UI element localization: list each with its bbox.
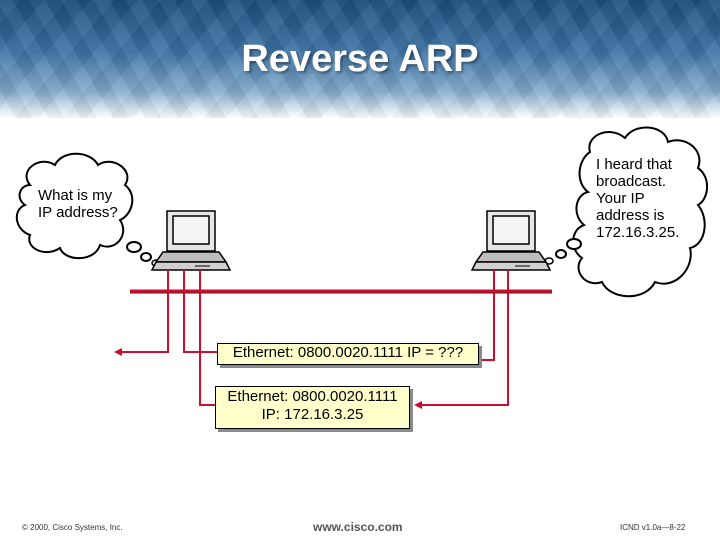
request-path xyxy=(114,293,217,356)
left-bubble-text: What is my IP address? xyxy=(38,187,118,221)
footer-copyright: © 2000, Cisco Systems, Inc. xyxy=(22,523,123,532)
left-host-drop-lines xyxy=(167,270,201,291)
title-banner: Reverse ARP xyxy=(0,0,720,118)
ethernet-bus xyxy=(130,289,552,294)
footer-website: www.cisco.com xyxy=(313,520,403,534)
right-bubble-text: I heard that broadcast. Your IP address … xyxy=(596,156,680,241)
right-thought-bubble-icon xyxy=(544,126,708,298)
right-workstation-icon xyxy=(470,210,552,271)
left-thought-bubble-icon xyxy=(15,152,161,267)
footer-course-page: ICND v1.0a—8-22 xyxy=(620,523,686,532)
rarp-reply-line1: Ethernet: 0800.0020.1111 xyxy=(227,388,398,405)
right-host-drop-lines xyxy=(493,270,509,291)
rarp-reply-frame: Ethernet: 0800.0020.1111 IP: 172.16.3.25 xyxy=(215,386,410,429)
slide-title: Reverse ARP xyxy=(241,38,479,80)
rarp-reply-line2: IP: 172.16.3.25 xyxy=(261,406,364,423)
left-workstation-icon xyxy=(150,210,232,271)
rarp-request-label: Ethernet: 0800.0020.1111 IP = ??? xyxy=(232,344,464,361)
reply-path xyxy=(199,293,509,409)
rarp-request-frame: Ethernet: 0800.0020.1111 IP = ??? xyxy=(217,343,479,365)
